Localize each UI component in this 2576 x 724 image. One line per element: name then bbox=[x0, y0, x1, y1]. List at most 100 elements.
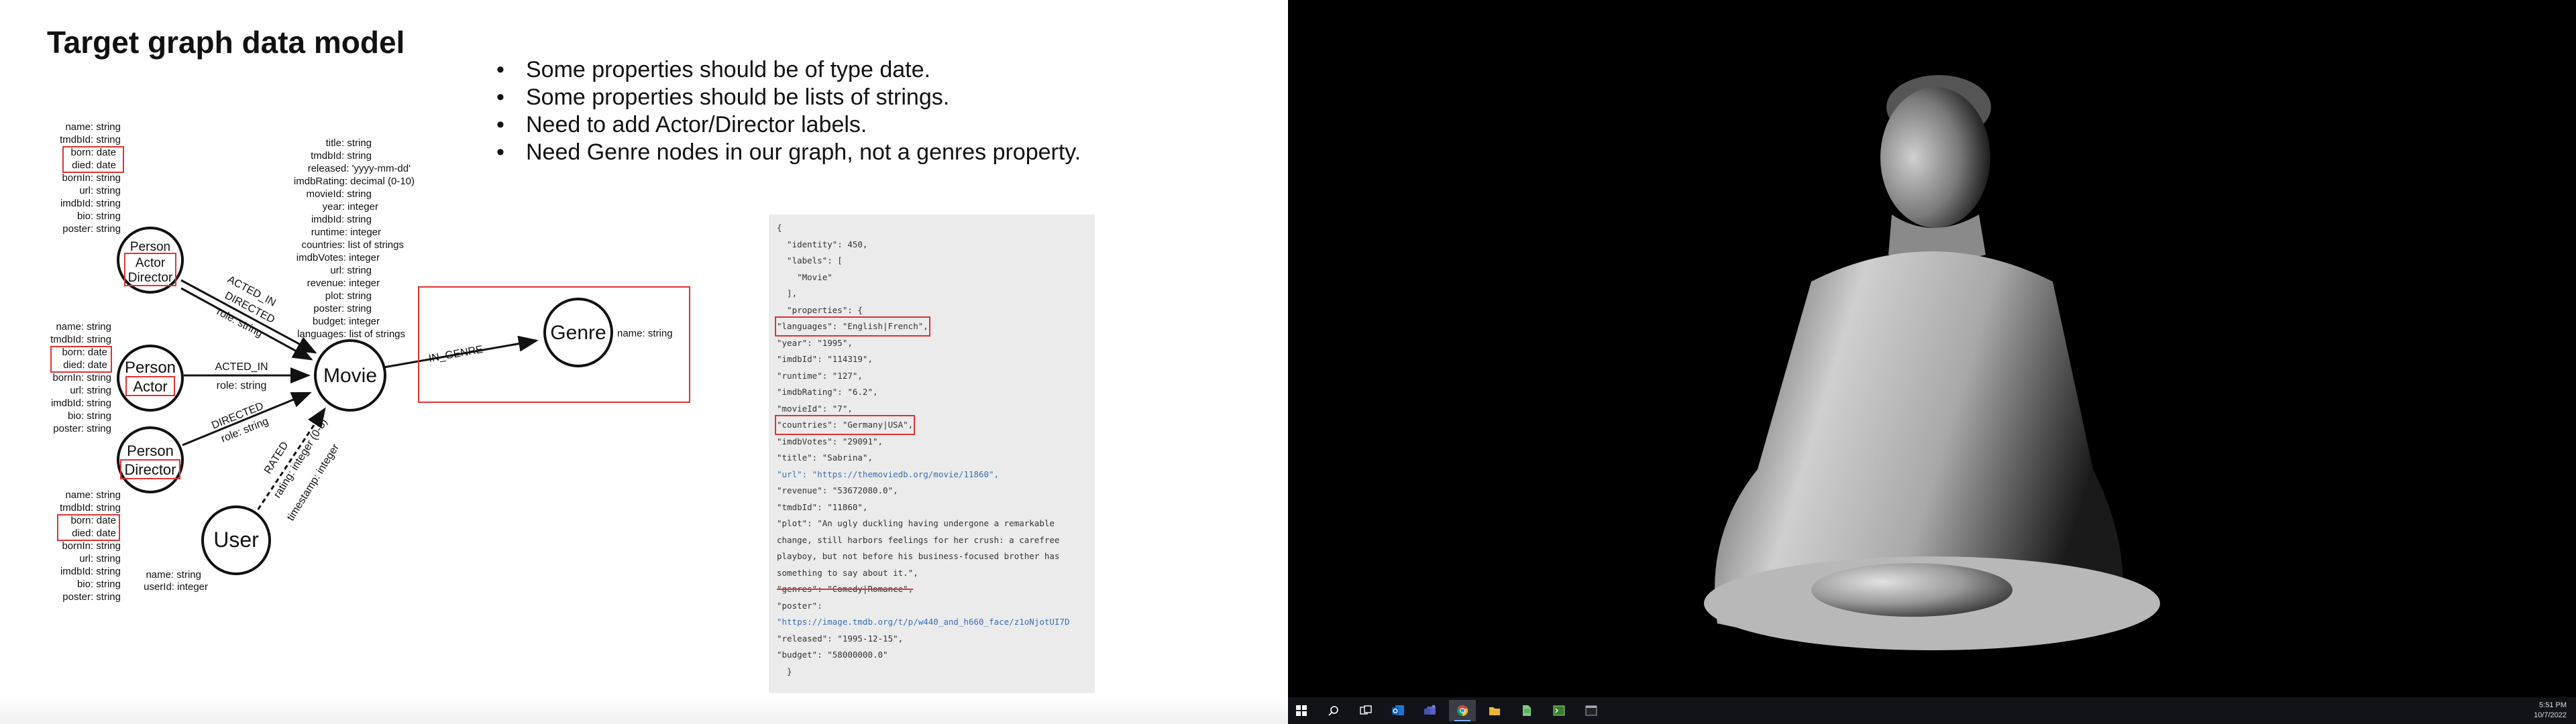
property-label: url: string bbox=[79, 553, 121, 564]
node-movie: Movie bbox=[314, 339, 386, 412]
property-label: movieId: string bbox=[306, 188, 372, 200]
json-line: "year": "1995", bbox=[777, 337, 853, 348]
property-label: name: string bbox=[56, 321, 111, 333]
windows-start-icon[interactable] bbox=[1288, 700, 1315, 721]
property-label: bornIn: string bbox=[62, 172, 121, 184]
json-line: "budget": "58000000.0" bbox=[777, 650, 888, 660]
node-user: User name: string userId: integer bbox=[144, 505, 271, 593]
person-director-properties: name: string tmdbId: string born: date d… bbox=[60, 489, 121, 603]
json-line: "plot": "An ugly duckling having undergo… bbox=[777, 518, 1055, 528]
property-label: born: date bbox=[70, 515, 116, 526]
date-highlight-box bbox=[57, 514, 120, 541]
windows-taskbar: 5:51 PM 10/7/2022 bbox=[1288, 697, 2576, 724]
property-label: url: string bbox=[70, 385, 111, 396]
task-view-icon[interactable] bbox=[1352, 700, 1379, 721]
json-line: { bbox=[777, 223, 782, 233]
json-line: "tmdbId": "11860", bbox=[777, 501, 868, 512]
json-line: "revenue": "53672080.0", bbox=[777, 485, 898, 495]
node-label: Director bbox=[128, 271, 173, 285]
property-label: bio: string bbox=[68, 410, 111, 422]
edge-label: ACTED_IN bbox=[215, 361, 268, 373]
node-label: Person bbox=[130, 240, 170, 254]
node-label: User bbox=[213, 528, 259, 552]
property-label: bornIn: string bbox=[62, 540, 121, 552]
edge-in-genre: IN_GENRE bbox=[383, 335, 539, 369]
edge-label: role: string bbox=[217, 380, 267, 391]
property-label: bornIn: string bbox=[52, 372, 111, 383]
property-label: url: string bbox=[79, 185, 121, 196]
node-label: Genre bbox=[550, 322, 606, 344]
property-label: runtime: integer bbox=[311, 227, 381, 238]
node-label: Movie bbox=[323, 365, 377, 387]
node-person-actor: Person Actor bbox=[117, 345, 184, 412]
clock-date[interactable]: 10/7/2022 bbox=[2534, 711, 2567, 719]
property-label: born: date bbox=[62, 347, 107, 358]
property-label: name: string bbox=[146, 569, 201, 581]
json-line: "movieId": "7", bbox=[777, 403, 853, 414]
property-label: imdbId: string bbox=[60, 198, 121, 209]
node-label: Person bbox=[127, 442, 174, 459]
property-label: imdbId: string bbox=[311, 214, 372, 225]
teams-icon[interactable] bbox=[1417, 700, 1444, 721]
notepad-icon[interactable] bbox=[1513, 700, 1540, 721]
bullet-list: Some properties should be of type date. … bbox=[496, 56, 1081, 166]
property-label: name: string bbox=[617, 328, 673, 339]
property-label: died: date bbox=[63, 359, 107, 371]
terminal-icon[interactable] bbox=[1546, 700, 1572, 721]
label-highlight-box bbox=[120, 459, 180, 479]
edge-directed: DIRECTED role: string bbox=[182, 391, 312, 446]
clock-time[interactable]: 5:51 PM bbox=[2539, 701, 2567, 709]
chrome-icon[interactable] bbox=[1449, 700, 1476, 721]
json-line: "labels": [ bbox=[777, 255, 843, 265]
edge-label: timestamp: integer bbox=[285, 442, 342, 523]
slide-bottom-edge bbox=[0, 697, 1288, 724]
property-label: userId: integer bbox=[144, 581, 208, 593]
property-label: poster: string bbox=[53, 423, 111, 434]
json-line: "identity": 450, bbox=[777, 239, 868, 249]
search-icon[interactable] bbox=[1320, 700, 1347, 721]
json-line: change, still harbors feelings for her c… bbox=[777, 534, 1060, 545]
genre-highlight-box bbox=[418, 286, 690, 403]
json-line: playboy, but not before his business-foc… bbox=[777, 551, 1060, 561]
date-highlight-box bbox=[50, 346, 112, 373]
edge-acted-in: ACTED_IN role: string bbox=[184, 361, 311, 391]
json-line: ], bbox=[777, 288, 798, 298]
node-label: Person bbox=[125, 359, 176, 377]
label-highlight-box bbox=[124, 253, 176, 286]
node-label: Director bbox=[124, 461, 176, 478]
bullet-item: Some properties should be of type date. bbox=[496, 56, 1081, 84]
bullet-item: Some properties should be lists of strin… bbox=[496, 84, 1081, 111]
property-label: tmdbId: string bbox=[60, 502, 121, 514]
node-person-director: Person Director bbox=[117, 426, 184, 493]
person-actor-properties: name: string tmdbId: string born: date d… bbox=[50, 321, 111, 434]
json-line: "properties": { bbox=[777, 304, 863, 315]
outlook-icon[interactable] bbox=[1385, 700, 1411, 721]
buddha-statue-image bbox=[1704, 75, 2160, 650]
property-label: bio: string bbox=[77, 210, 121, 222]
file-explorer-icon[interactable] bbox=[1481, 700, 1508, 721]
property-label: tmdbId: string bbox=[50, 334, 111, 345]
desktop-wallpaper bbox=[1288, 0, 2576, 697]
property-label: revenue: integer bbox=[307, 278, 380, 289]
graph-data-model-diagram: name: string tmdbId: string born: date d… bbox=[50, 121, 690, 603]
label-highlight-box bbox=[125, 376, 175, 396]
property-label: budget: integer bbox=[313, 316, 380, 327]
property-label: imdbId: string bbox=[51, 398, 111, 409]
property-label: died: date bbox=[72, 528, 116, 539]
bullet-item: Need Genre nodes in our graph, not a gen… bbox=[496, 139, 1081, 166]
property-label: imdbRating: decimal (0-10) bbox=[294, 176, 415, 187]
property-label: imdbVotes: integer bbox=[297, 252, 380, 263]
property-label: name: string bbox=[65, 121, 121, 133]
json-line: "runtime": "127", bbox=[777, 370, 863, 381]
date-highlight-box bbox=[62, 146, 124, 173]
property-label: tmdbId: string bbox=[311, 150, 372, 162]
json-line: "released": "1995-12-15", bbox=[777, 633, 904, 644]
command-prompt-icon[interactable] bbox=[1578, 700, 1605, 721]
property-label: poster: string bbox=[62, 591, 121, 603]
edge-label: IN_GENRE bbox=[428, 344, 484, 365]
json-line: "languages": "English|French", bbox=[775, 316, 930, 337]
json-line: } bbox=[777, 666, 792, 676]
property-label: poster: string bbox=[313, 303, 372, 314]
json-line: "countries": "Germany|USA", bbox=[774, 415, 916, 435]
json-record-panel: { "identity": 450, "labels": [ "Movie" ]… bbox=[769, 215, 1095, 693]
